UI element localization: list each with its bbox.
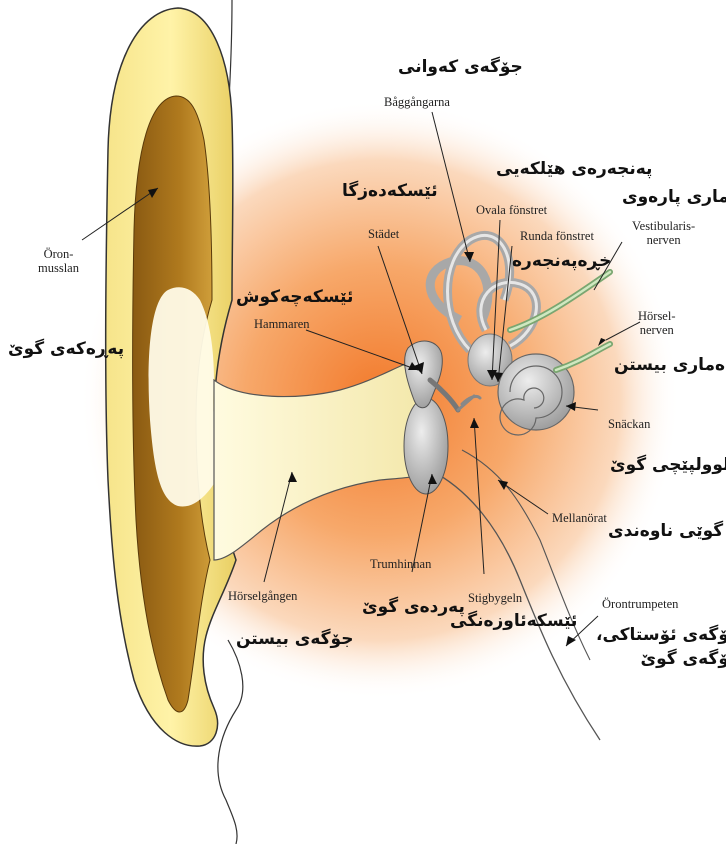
incus-label-ku: ئێسکەدەزگا: [342, 182, 438, 201]
incus-label-sv: Städet: [368, 228, 399, 242]
eustachian-tube-label-ku: جۆگەی ئۆستاکی، جۆگەی گوێ: [596, 624, 726, 672]
malleus-label-ku: ئێسکەچەکوش: [236, 288, 353, 307]
vestibular-nerve-label-sv: Vestibularis- nerven: [632, 220, 695, 248]
ear-canal-label-ku: جۆگەی بیستن: [236, 630, 353, 649]
stapes-label-sv: Stigbygeln: [468, 592, 522, 606]
semicircular-canals-label-ku: جۆگەی کەوانی: [398, 58, 523, 77]
middle-ear-label-ku: گوێی ناوەندی: [608, 522, 723, 541]
eustachian-tube-label-sv: Örontrumpeten: [602, 598, 678, 612]
vestibular-nerve-label-ku: دەماری پارەوی: [622, 188, 726, 207]
malleus-label-sv: Hammaren: [254, 318, 310, 332]
pinna-label-ku: پەڕەکەی گوێ: [8, 340, 124, 359]
middle-ear-label-sv: Mellanörat: [552, 512, 607, 526]
oval-window-label-ku: پەنجەرەی هێلکەیی: [496, 160, 652, 179]
eardrum-shape: [404, 398, 448, 494]
pinna-label-sv: Öron- musslan: [38, 248, 79, 276]
cochlear-nerve-label-ku: دەماری بیستن: [614, 356, 726, 375]
eardrum-label-sv: Trumhinnan: [370, 558, 431, 572]
semicircular-canals-label-sv: Båggångarna: [384, 96, 450, 110]
round-window-label-ku: خڕەپەنجەرە: [512, 252, 611, 271]
round-window-label-sv: Runda fönstret: [520, 230, 594, 244]
cochlea-label-sv: Snäckan: [608, 418, 650, 432]
ear-canal-label-sv: Hörselgången: [228, 590, 297, 604]
stapes-label-ku: ئێسکەئاوزەنگی: [450, 612, 577, 631]
oval-window-label-sv: Ovala fönstret: [476, 204, 547, 218]
cochlear-nerve-label-sv: Hörsel- nerven: [638, 310, 676, 338]
cochlea-label-ku: لوولپێچی گوێ: [610, 456, 726, 475]
